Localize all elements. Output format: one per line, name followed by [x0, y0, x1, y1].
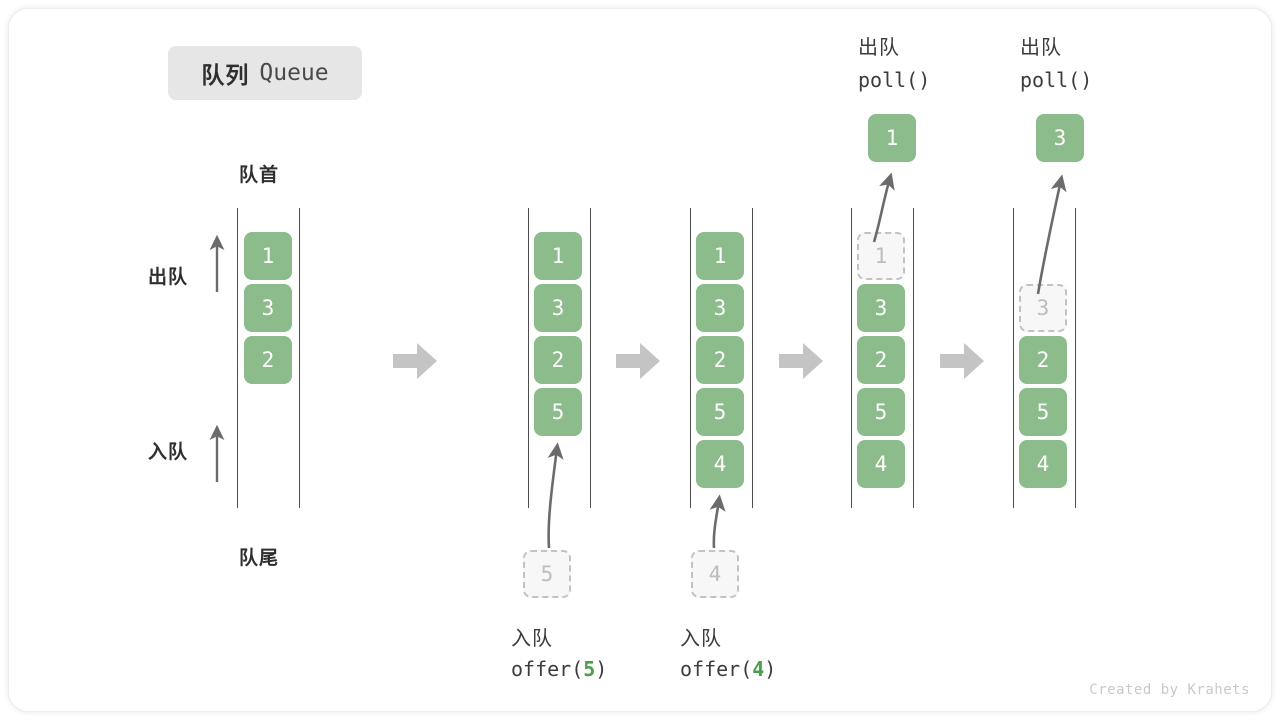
enqueue-side-label: 入队 — [148, 442, 189, 463]
flow-arrow-icon — [393, 343, 437, 379]
queue-cell: 5 — [696, 388, 744, 436]
code-arg: 5 — [583, 657, 596, 681]
operation-label-cn: 入队 — [511, 628, 553, 650]
incoming-ghost-cell: 5 — [523, 550, 571, 598]
flow-arrow-icon — [940, 343, 984, 379]
rail-right — [590, 208, 591, 508]
title-english: Queue — [259, 60, 329, 86]
operation-label-code: offer(4) — [680, 657, 776, 681]
polled-result-cell: 3 — [1036, 114, 1084, 162]
code-prefix: offer( — [511, 657, 584, 681]
queue-cell: 4 — [857, 440, 905, 488]
queue-cell-ghost: 3 — [1019, 284, 1067, 332]
rail-left — [851, 208, 852, 508]
queue-cell: 1 — [244, 232, 292, 280]
operation-label-code: poll() — [1020, 68, 1093, 92]
operation-label-cn: 出队 — [858, 37, 900, 59]
queue-cell: 5 — [857, 388, 905, 436]
code-suffix: ) — [764, 657, 777, 681]
queue-cell: 2 — [857, 336, 905, 384]
rail-right — [752, 208, 753, 508]
queue-tail-label: 队尾 — [239, 548, 280, 569]
operation-label-cn: 出队 — [1020, 37, 1062, 59]
queue-cell: 3 — [244, 284, 292, 332]
queue-cell: 2 — [696, 336, 744, 384]
queue-cell: 5 — [534, 388, 582, 436]
queue-cell: 3 — [857, 284, 905, 332]
queue-cell-ghost: 1 — [857, 232, 905, 280]
queue-cell: 1 — [696, 232, 744, 280]
attribution-footer: Created by Krahets — [1089, 682, 1250, 698]
rail-left — [690, 208, 691, 508]
rail-right — [1075, 208, 1076, 508]
queue-head-label: 队首 — [239, 165, 280, 186]
queue-cell: 4 — [1019, 440, 1067, 488]
polled-result-cell: 1 — [868, 114, 916, 162]
title-badge: 队列 Queue — [168, 46, 362, 100]
code-prefix: offer( — [680, 657, 753, 681]
rail-right — [913, 208, 914, 508]
rail-right — [299, 208, 300, 508]
queue-cell: 3 — [696, 284, 744, 332]
flow-arrow-icon — [779, 343, 823, 379]
queue-cell: 5 — [1019, 388, 1067, 436]
queue-cell: 1 — [534, 232, 582, 280]
dequeue-side-label: 出队 — [148, 267, 189, 288]
flow-arrow-icon — [616, 343, 660, 379]
rail-left — [1013, 208, 1014, 508]
operation-label-cn: 入队 — [680, 628, 722, 650]
rail-left — [237, 208, 238, 508]
queue-cell: 2 — [244, 336, 292, 384]
operation-label-code: offer(5) — [511, 657, 607, 681]
queue-cell: 2 — [1019, 336, 1067, 384]
code-suffix: ) — [595, 657, 608, 681]
rail-left — [528, 208, 529, 508]
title-chinese: 队列 — [201, 62, 250, 88]
operation-label-code: poll() — [858, 68, 931, 92]
code-arg: 4 — [752, 657, 765, 681]
queue-cell: 3 — [534, 284, 582, 332]
queue-cell: 4 — [696, 440, 744, 488]
queue-cell: 2 — [534, 336, 582, 384]
incoming-ghost-cell: 4 — [691, 550, 739, 598]
